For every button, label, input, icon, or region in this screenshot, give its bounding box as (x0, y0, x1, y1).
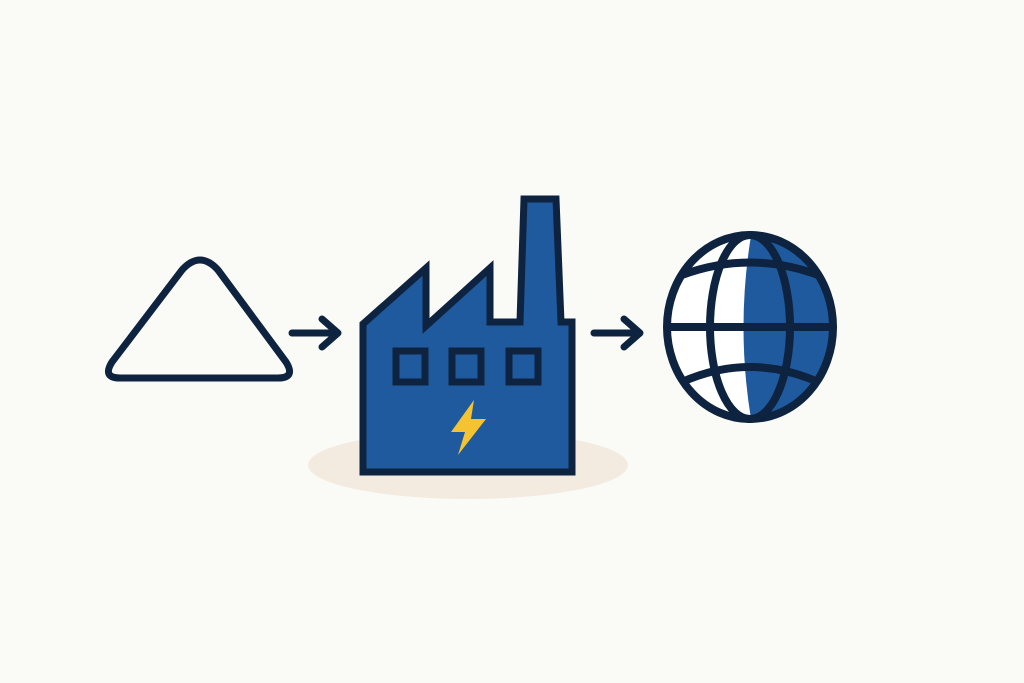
factory-icon (359, 195, 576, 476)
factory-window (448, 347, 485, 386)
factory-window (505, 347, 542, 386)
globe-icon (663, 231, 837, 423)
factory-window (392, 347, 429, 386)
lightning-bolt-icon (451, 400, 486, 455)
arrow-right-icon (288, 315, 342, 351)
arrow-right-icon (590, 315, 644, 351)
raw-material-mound-icon (104, 256, 294, 382)
